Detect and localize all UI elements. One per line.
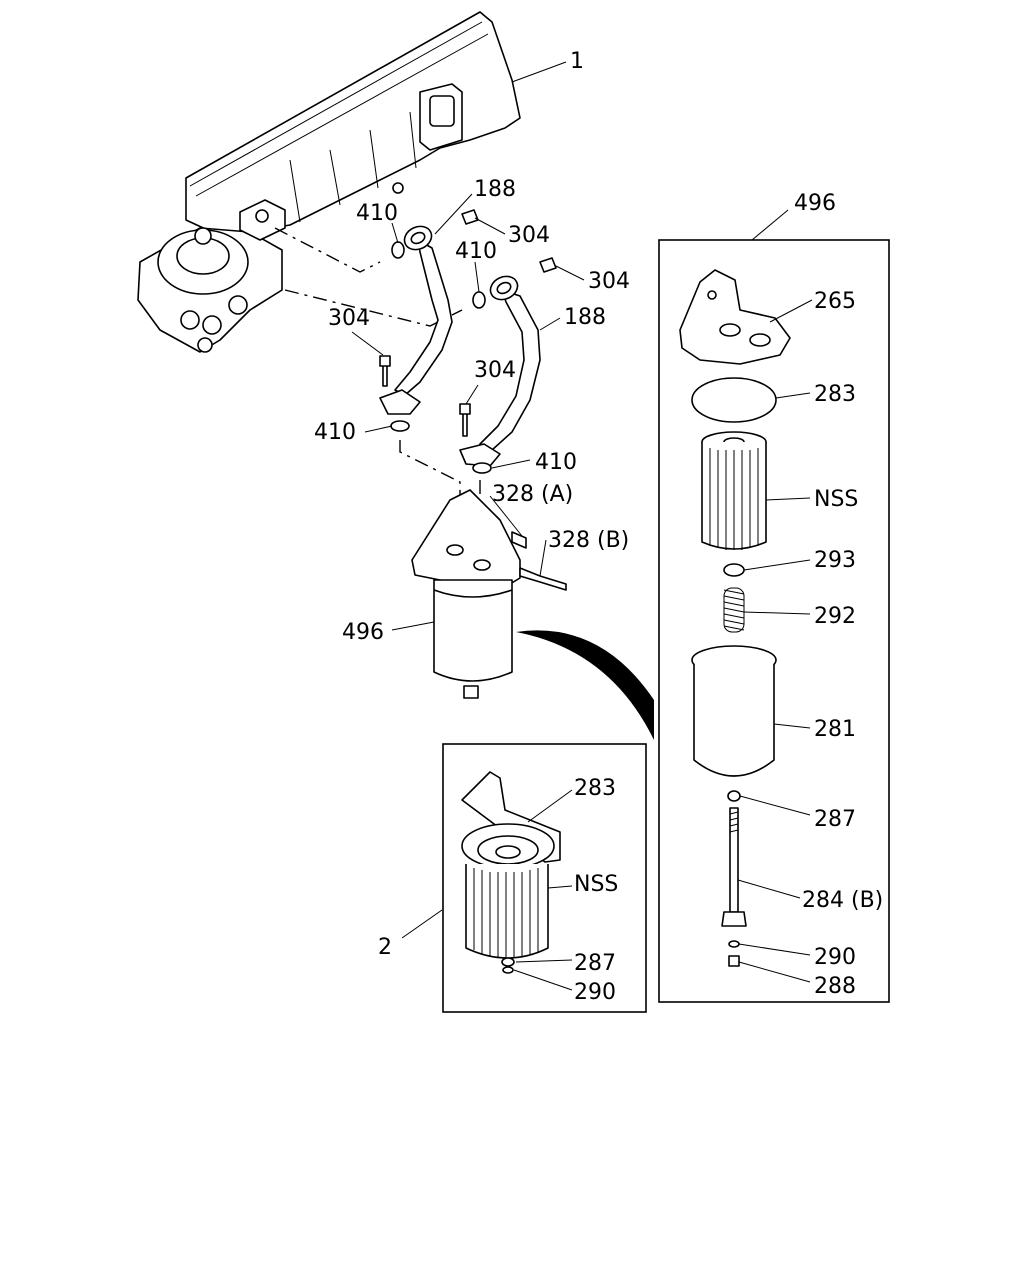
callout-304-a: 304 (508, 223, 550, 248)
detail-box-2: 283 NSS 287 290 (442, 743, 647, 1013)
detail-small-283: 283 (574, 776, 616, 801)
bolts-304 (379, 209, 557, 437)
detail-large-title: 496 (794, 191, 836, 216)
callout-410-a: 410 (356, 201, 398, 226)
detail-small-290: 290 (574, 980, 616, 1005)
callout-328-b: 328 (B) (548, 528, 629, 553)
pipe-188-left (379, 225, 453, 415)
callout-1: 1 (570, 49, 584, 74)
pipe-188-right (459, 275, 541, 467)
detail-small-nss: NSS (574, 872, 618, 897)
detail-large-290: 290 (814, 945, 856, 970)
callout-496: 496 (342, 620, 384, 645)
detail-large-nss: NSS (814, 487, 858, 512)
callout-188-b: 188 (564, 305, 606, 330)
detail-box-496: 496 (658, 191, 890, 1003)
callout-410-c: 410 (314, 420, 356, 445)
manifold-assembly (137, 11, 521, 353)
main-callouts: 1 188 304 410 410 304 188 304 304 410 41… (314, 49, 630, 960)
filter-assembly-496 (411, 489, 567, 699)
callout-328-a: 328 (A) (492, 482, 573, 507)
detail-large-288: 288 (814, 974, 856, 999)
detail-large-287: 287 (814, 807, 856, 832)
detail-large-283: 283 (814, 382, 856, 407)
callout-304-b: 304 (588, 269, 630, 294)
detail-large-265: 265 (814, 289, 856, 314)
detail-large-293: 293 (814, 548, 856, 573)
detail-large-284: 284 (B) (802, 888, 883, 913)
leader-lines (351, 61, 585, 939)
callout-2: 2 (378, 935, 392, 960)
detail-small-287: 287 (574, 951, 616, 976)
detail-large-281: 281 (814, 717, 856, 742)
detail-large-292: 292 (814, 604, 856, 629)
callout-410-d: 410 (535, 450, 577, 475)
callout-188-a: 188 (474, 177, 516, 202)
callout-304-d: 304 (474, 358, 516, 383)
callout-410-b: 410 (455, 239, 497, 264)
callout-304-c: 304 (328, 306, 370, 331)
